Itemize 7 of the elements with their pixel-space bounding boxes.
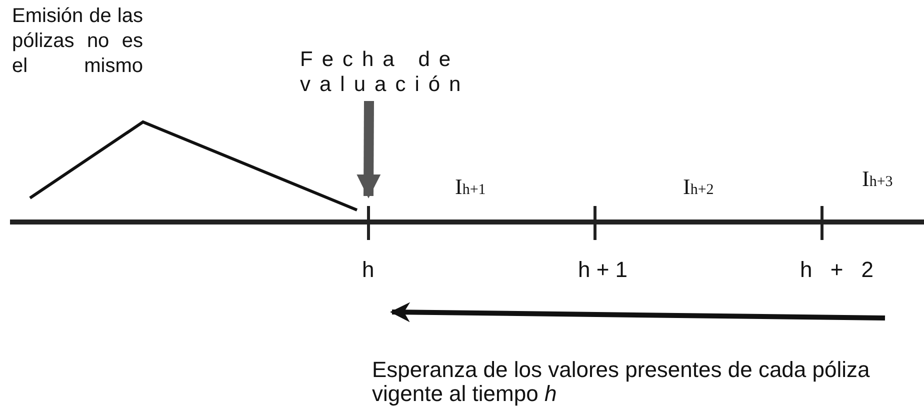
caption-text: Esperanza de los valores presentes de cada póliza vigente al tiempo h (372, 358, 871, 406)
annotation-text: Emisión de las pólizas no es el mismo (12, 4, 143, 79)
tick-label: h + 1 (578, 257, 628, 283)
tick-label: h (362, 257, 374, 283)
tick-label: h + 2 (800, 257, 880, 283)
annotation-text: Fecha de valuación (300, 47, 471, 97)
arrow (356, 100, 381, 198)
